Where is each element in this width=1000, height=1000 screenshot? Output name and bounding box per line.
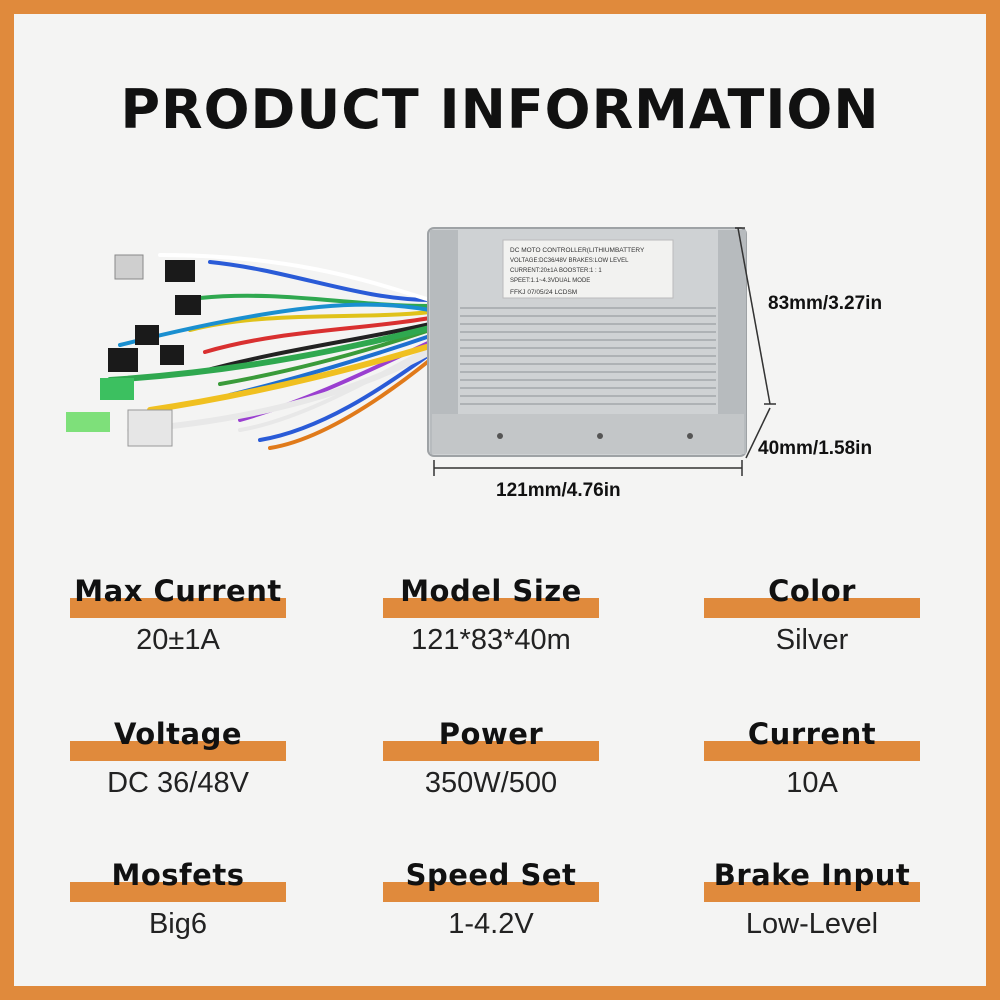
label-line: CURRENT:20±1A BOOSTER:1 : 1 [510, 268, 602, 274]
spec-value: 10A [786, 767, 838, 799]
label-highlight-bar [70, 741, 286, 761]
spec-value: Big6 [148, 908, 208, 940]
connector-plugs [66, 254, 201, 447]
spec-value: 350W/500 [424, 767, 558, 799]
label-highlight-bar [70, 598, 286, 618]
label-highlight-bar [704, 882, 920, 902]
spec-current: Current 10A [682, 715, 942, 800]
label-highlight-bar [704, 741, 920, 761]
spec-label: Model Size [400, 574, 582, 608]
label-line: SPEET:1.1~4.3VDUAL MODE [510, 278, 590, 284]
spec-value: Low-Level [745, 908, 879, 940]
spec-label: Power [438, 717, 544, 751]
spec-brake-input: Brake Input Low-Level [682, 856, 942, 941]
label-line: FFKJ 07/05/24 LCDSM [510, 289, 577, 296]
spec-power: Power 350W/500 [361, 715, 621, 800]
page-title: PRODUCT INFORMATION [120, 78, 880, 141]
spec-color: Color Silver [682, 572, 942, 657]
spec-value: Silver [775, 624, 849, 656]
spec-speed-set: Speed Set 1-4.2V [361, 856, 621, 941]
height-dimension: 83mm/3.27in [768, 293, 883, 314]
label-highlight-bar [383, 741, 599, 761]
product-info-panel [14, 14, 986, 986]
label-line: VOLTAGE:DC36/48V BRAKES:LOW LEVEL [510, 258, 629, 264]
spec-value: 121*83*40m [411, 624, 571, 656]
spec-label: Speed Set [405, 858, 577, 892]
spec-label: Max Current [74, 574, 282, 608]
spec-label: Voltage [113, 717, 243, 751]
spec-label: Mosfets [111, 858, 245, 892]
spec-voltage: Voltage DC 36/48V [48, 715, 308, 800]
spec-label: Current [747, 717, 877, 751]
controller-product-image: DC MOTO CONTROLLER(LITHIUMBATTERY VOLTAG… [66, 227, 776, 476]
wire-harness [107, 253, 433, 450]
spec-label: Brake Input [713, 858, 911, 892]
controller-box: DC MOTO CONTROLLER(LITHIUMBATTERY VOLTAG… [427, 227, 747, 457]
spec-mosfets: Mosfets Big6 [48, 856, 308, 941]
label-line: DC MOTO CONTROLLER(LITHIUMBATTERY [510, 247, 645, 254]
spec-model-size: Model Size 121*83*40m [361, 572, 621, 657]
spec-max-current: Max Current 20±1A [48, 572, 308, 657]
depth-dimension: 40mm/1.58in [758, 438, 873, 459]
spec-label: Color [768, 574, 856, 608]
spec-value: DC 36/48V [107, 767, 249, 799]
label-highlight-bar [383, 882, 599, 902]
dimension-lines [433, 227, 776, 476]
label-highlight-bar [70, 882, 286, 902]
width-dimension: 121mm/4.76in [496, 480, 621, 501]
spec-value: 20±1A [136, 624, 220, 656]
label-highlight-bar [704, 598, 920, 618]
spec-value: 1-4.2V [448, 908, 534, 940]
label-highlight-bar [383, 598, 599, 618]
